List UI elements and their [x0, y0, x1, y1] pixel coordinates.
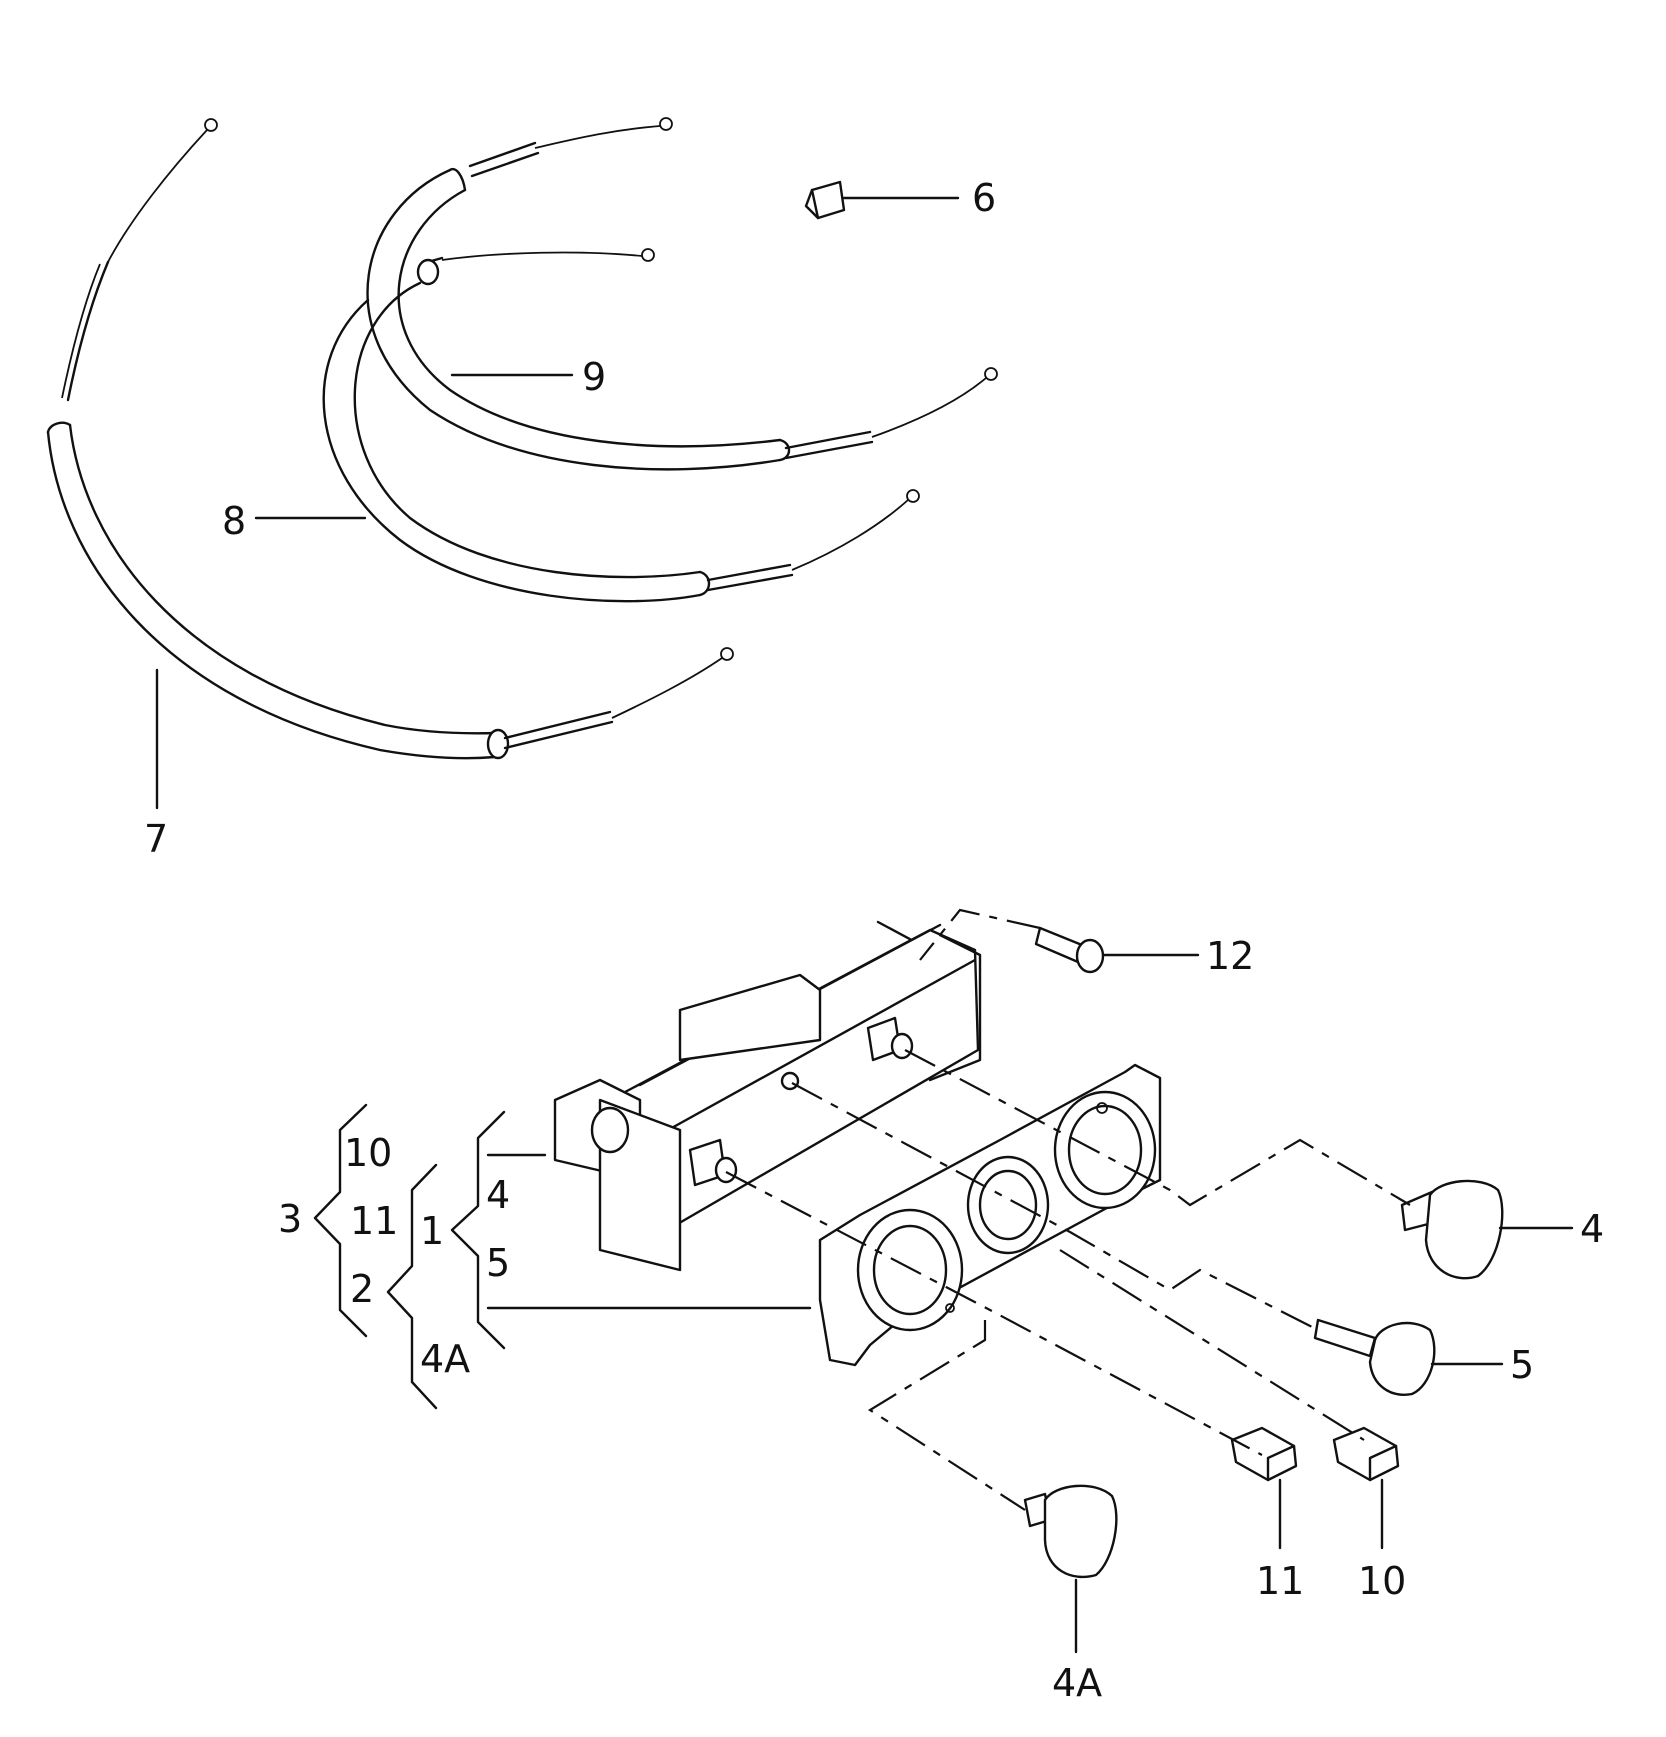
callout-12: 12: [1206, 934, 1254, 978]
legend-group-3-item-11: 11: [350, 1199, 398, 1243]
callout-labels: 6 9 8 7 12 4 5 11 10 4A: [144, 176, 1604, 1705]
legend-group-1: 1: [420, 1209, 444, 1253]
part-5-knob: [1313, 1318, 1504, 1396]
part-11-switch: [1230, 1426, 1298, 1550]
part-10-switch: [1332, 1426, 1400, 1550]
callout-8: 8: [222, 499, 246, 543]
part-4a-knob: [1023, 1484, 1118, 1654]
callout-4: 4: [1580, 1207, 1604, 1251]
cable-8: [322, 248, 920, 603]
callout-4a: 4A: [1052, 1661, 1102, 1705]
bracket-3: [313, 1103, 368, 1338]
callout-7: 7: [144, 817, 168, 861]
callout-5: 5: [1510, 1343, 1534, 1387]
callout-11: 11: [1256, 1559, 1304, 1603]
legend-group-1-item-4: 4: [486, 1173, 510, 1217]
legend-labels: 3 10 11 2 1 4A 4 5: [278, 1131, 510, 1381]
legend-group-2-item-4a: 4A: [420, 1337, 470, 1381]
callout-10: 10: [1358, 1559, 1406, 1603]
legend-group-1-item-5: 5: [486, 1241, 510, 1285]
bracket-2: [386, 1163, 438, 1410]
legend-group-3: 3: [278, 1197, 302, 1241]
assembly-lines: [725, 908, 1411, 1511]
callout-6: 6: [972, 176, 996, 220]
legend-group-2: 2: [350, 1267, 374, 1311]
callout-9: 9: [582, 355, 606, 399]
cable-7: [46, 118, 734, 760]
part-4-knob: [1400, 1179, 1574, 1280]
cable-9: [366, 117, 998, 471]
bracket-1: [450, 1110, 506, 1350]
legend-group-3-item-10: 10: [344, 1131, 392, 1175]
part-6-clip: [804, 180, 960, 220]
legend-brackets: [313, 1103, 506, 1410]
part-12-screw: [1034, 926, 1200, 974]
leader-lines: [155, 373, 812, 1310]
